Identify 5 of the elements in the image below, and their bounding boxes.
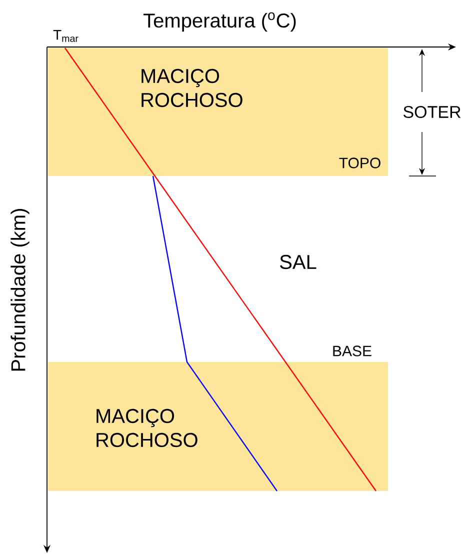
layer-label: TOPO	[339, 158, 380, 168]
rock-layer-band: MACIÇO ROCHOSO	[48, 362, 388, 491]
axis-title: Profundidade (km)	[10, 209, 30, 371]
layer-label: SAL	[280, 254, 316, 270]
dimension-label: SOTER	[404, 106, 460, 118]
